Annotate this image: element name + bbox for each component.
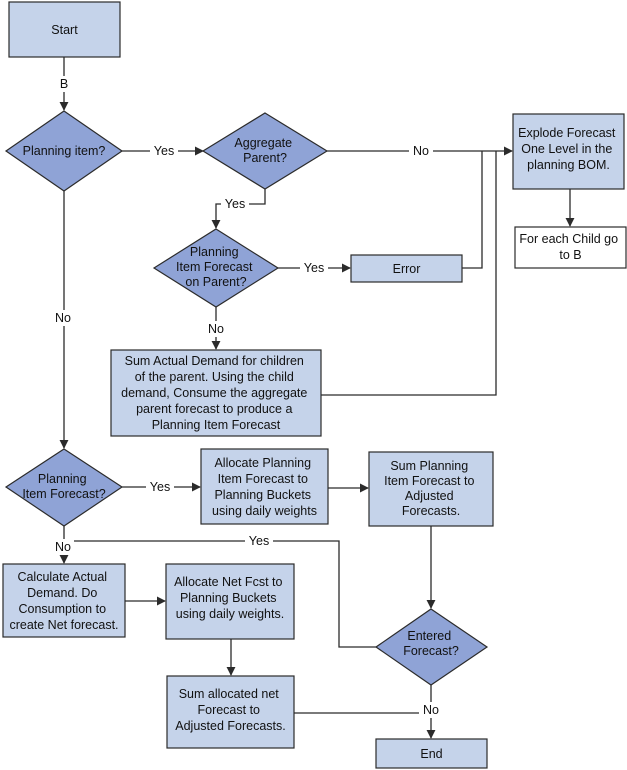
entered-forecast-diamond [374, 608, 489, 686]
label-no-on-parent: No [208, 322, 224, 336]
label-yes-to-entered: Yes [249, 534, 269, 548]
label-yes-planning-item: Yes [154, 144, 174, 158]
label-no-planning-item: No [55, 311, 71, 325]
label-b: B [60, 77, 68, 91]
label-no-aggregate: No [413, 144, 429, 158]
label-no-entered: No [423, 703, 439, 717]
start-label: Start [51, 23, 78, 37]
start-box [8, 1, 121, 58]
allocate-planning-box [200, 448, 329, 525]
edge-sum-demand-to-explode [321, 151, 497, 396]
planning-item-forecast-label: Planning Item Forecast? [22, 472, 105, 501]
for-each-child-box [514, 226, 627, 269]
planning-item-forecast-diamond [4, 448, 124, 527]
entered-forecast-label: Entered Forecast? [403, 629, 459, 658]
error-label: Error [393, 262, 421, 276]
error-box [350, 254, 463, 283]
sum-actual-demand-box [110, 349, 322, 437]
allocate-net-label: Allocate Net Fcst to Planning Buckets us… [174, 575, 286, 621]
end-box [375, 738, 488, 769]
allocate-planning-label: Allocate Planning Item Forecast to Plann… [212, 456, 317, 518]
on-parent-label: Planning Item Forecast on Parent? [176, 245, 256, 289]
end-label: End [420, 747, 442, 761]
edge-yes-to-entered [64, 540, 376, 648]
calculate-actual-box [2, 563, 126, 638]
sum-allocated-label: Sum allocated net Forecast to Adjusted F… [175, 687, 285, 733]
sum-planning-label: Sum Planning Item Forecast to Adjusted F… [384, 459, 478, 518]
planning-item-label: Planning item? [23, 144, 106, 158]
explode-forecast-box [512, 113, 625, 190]
label-yes-on-parent: Yes [304, 261, 324, 275]
on-parent-diamond [152, 228, 280, 308]
sum-allocated-box [166, 675, 295, 749]
label-yes-pif: Yes [150, 480, 170, 494]
sum-actual-demand-label: Sum Actual Demand for children of the pa… [121, 354, 311, 432]
sum-planning-box [368, 451, 494, 527]
planning-item-diamond [4, 110, 124, 192]
aggregate-parent-label: Aggregate Parent? [234, 136, 295, 165]
calculate-actual-label: Calculate Actual Demand. Do Consumption … [9, 570, 118, 632]
for-each-child-label: For each Child go to B [519, 232, 621, 262]
label-no-pif: No [55, 540, 71, 554]
allocate-net-box [165, 563, 295, 640]
edge-error-to-explode [462, 151, 483, 269]
explode-forecast-label: Explode Forecast One Level in the planni… [518, 126, 619, 172]
aggregate-parent-diamond [201, 112, 329, 190]
label-yes-aggregate: Yes [225, 197, 245, 211]
